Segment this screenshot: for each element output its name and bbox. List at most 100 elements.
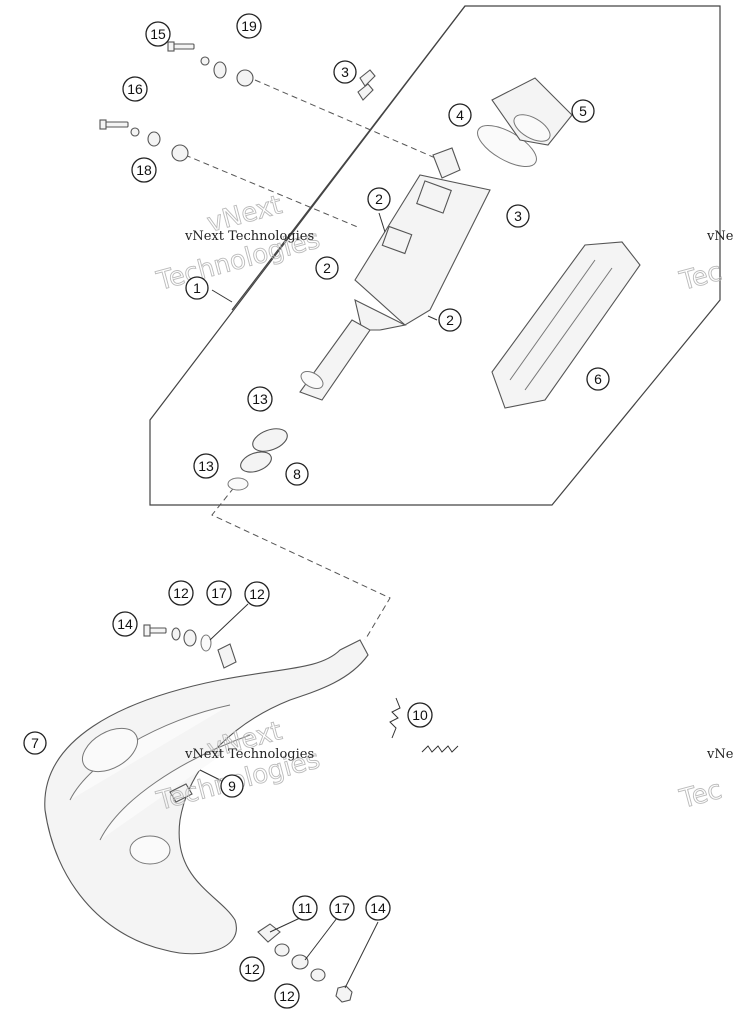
- callout-18: 18: [131, 157, 157, 183]
- nut-small-top: [200, 56, 210, 66]
- svg-text:18: 18: [136, 162, 152, 178]
- silencer-body: [354, 147, 491, 331]
- callout-12a: 12: [168, 580, 194, 606]
- callout-2c: 2: [438, 308, 462, 332]
- assembly-line-pipe: [211, 479, 391, 641]
- callout-3a: 3: [333, 60, 357, 84]
- callout-7: 7: [23, 731, 47, 755]
- svg-text:2: 2: [323, 260, 331, 276]
- svg-text:12: 12: [279, 988, 295, 1004]
- callout-2b: 2: [315, 256, 339, 280]
- callout-17b: 17: [329, 895, 355, 921]
- svg-text:12: 12: [249, 586, 265, 602]
- callout-14a: 14: [112, 611, 138, 637]
- silencer-sleeve-6: [491, 241, 641, 409]
- svg-text:12: 12: [244, 961, 260, 977]
- svg-text:7: 7: [31, 735, 39, 751]
- exhaust-pipe-7: [44, 639, 369, 955]
- leader-12-top-b: [209, 603, 249, 641]
- svg-text:17: 17: [334, 900, 350, 916]
- leader-1: [211, 289, 233, 303]
- grommet-17-top: [183, 629, 197, 647]
- o-ring-4: [477, 125, 537, 167]
- springs-10: [389, 697, 459, 753]
- svg-text:14: 14: [117, 616, 133, 632]
- callout-1: 1: [185, 276, 209, 300]
- silencer-inlet-pipe: [299, 319, 371, 401]
- callout-17a: 17: [206, 580, 232, 606]
- svg-text:1: 1: [193, 280, 201, 296]
- svg-text:14: 14: [370, 900, 386, 916]
- svg-text:4: 4: [456, 107, 464, 123]
- rubber-grommet-19: [236, 69, 254, 87]
- callout-5: 5: [571, 99, 595, 123]
- leader-2c: [427, 315, 438, 321]
- callout-12c: 12: [239, 956, 265, 982]
- callout-19: 19: [236, 13, 262, 39]
- callout-2a: 2: [367, 187, 391, 211]
- svg-text:16: 16: [127, 81, 143, 97]
- callout-13b: 13: [193, 453, 219, 479]
- leader-2a: [378, 212, 386, 233]
- leader-11: [269, 917, 301, 933]
- svg-text:11: 11: [298, 900, 313, 916]
- end-cap-5: [491, 77, 573, 146]
- assembly-line-18: [184, 154, 361, 229]
- callout-3b: 3: [506, 204, 530, 228]
- bolt-16: [99, 119, 129, 130]
- svg-text:vNe: vNe: [706, 747, 733, 762]
- svg-text:Tec: Tec: [676, 257, 725, 297]
- washer-12-top: [171, 627, 181, 641]
- callout-11: 11: [292, 895, 318, 921]
- svg-text:2: 2: [375, 191, 383, 207]
- svg-text:Tec: Tec: [676, 775, 725, 815]
- watermark-middle: vNext Technologies vNext Technologies: [153, 716, 324, 818]
- washer-16: [147, 131, 161, 147]
- svg-text:3: 3: [341, 64, 349, 80]
- svg-text:2: 2: [446, 312, 454, 328]
- bolt-15: [167, 41, 195, 52]
- grommet-18: [171, 144, 189, 162]
- svg-text:vNe: vNe: [706, 229, 733, 244]
- leader-14-bottom: [344, 921, 379, 989]
- frame-left-edge: [231, 5, 466, 311]
- bracket-11: [257, 923, 281, 943]
- svg-text:13: 13: [198, 458, 214, 474]
- washer-12-bottom: [274, 943, 290, 957]
- callout-14b: 14: [365, 895, 391, 921]
- assembly-line-19: [254, 79, 441, 161]
- svg-text:3: 3: [514, 208, 522, 224]
- svg-text:5: 5: [579, 103, 587, 119]
- svg-text:12: 12: [173, 585, 189, 601]
- washer-12-top-b: [200, 634, 212, 652]
- svg-text:8: 8: [293, 466, 301, 482]
- svg-text:9: 9: [228, 778, 236, 794]
- svg-text:6: 6: [594, 371, 602, 387]
- svg-text:vNext Technologies: vNext Technologies: [184, 229, 314, 244]
- washer-top: [213, 61, 227, 79]
- svg-text:10: 10: [412, 707, 428, 723]
- bolt-14-top: [143, 624, 167, 637]
- grommet-17-bottom: [291, 954, 309, 970]
- watermark-top: vNext Technologies vNext Technologies: [153, 190, 324, 298]
- nut-16: [130, 127, 140, 137]
- svg-text:13: 13: [252, 391, 268, 407]
- callout-8: 8: [285, 462, 309, 486]
- callout-10: 10: [407, 702, 433, 728]
- callout-16: 16: [122, 76, 148, 102]
- leader-17-bottom: [304, 917, 338, 961]
- watermark-edge-top: vNe Tec: [676, 229, 733, 297]
- callout-12d: 12: [274, 983, 300, 1009]
- seal-8: [227, 428, 288, 491]
- svg-text:15: 15: [150, 26, 166, 42]
- silencer-assembly-frame: [149, 5, 721, 506]
- svg-text:19: 19: [241, 18, 257, 34]
- callout-9: 9: [220, 774, 244, 798]
- watermark-edge-middle: vNe Tec: [676, 747, 733, 815]
- svg-text:17: 17: [211, 585, 227, 601]
- callout-15: 15: [145, 21, 171, 47]
- svg-text:vNext Technologies: vNext Technologies: [184, 747, 314, 762]
- callout-6: 6: [586, 367, 610, 391]
- clip-3-top: [359, 69, 376, 87]
